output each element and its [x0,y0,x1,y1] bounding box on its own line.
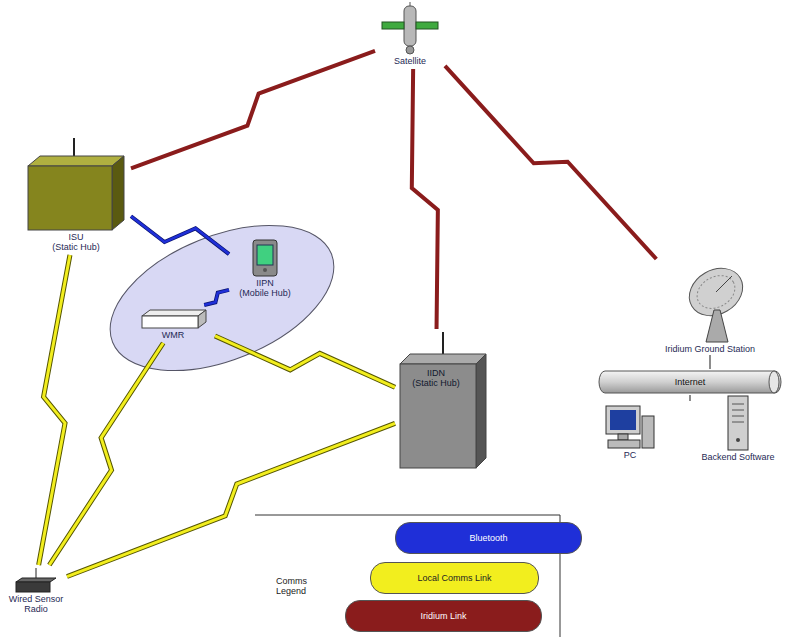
node-label: (Static Hub) [24,242,128,252]
sensor-radio: Wired Sensor Radio [8,568,64,614]
ground-station: Iridium Ground Station [650,262,770,354]
node-label: Internet [598,377,782,387]
mobile-group-region [89,196,354,399]
legend-label: Local Comms Link [417,573,491,583]
legend-title: Comms Legend [276,576,328,596]
node-label: Satellite [378,56,442,66]
node-label: WMR [134,330,212,340]
node-label: (Static Hub) [398,378,474,388]
iridium-link [445,66,656,259]
bluetooth-link [204,290,229,305]
legend-swatch: Bluetooth [395,522,582,554]
node-label: ISU [24,232,128,242]
static-hub: ISU(Static Hub) [24,138,128,252]
local-comms-link [49,343,163,565]
node-label: IIDN [398,368,474,378]
mobile-hub: IIPN(Mobile Hub) [232,238,298,298]
legend-swatch: Iridium Link [345,600,542,632]
static-hub-icon [398,332,488,470]
iridium-link [131,51,375,169]
computer: PC [602,402,658,460]
radio-module-icon [134,308,212,330]
legend-label: Iridium Link [420,611,466,621]
satellite-icon [378,2,442,56]
sensor-radio-icon [8,568,64,594]
satellite: Satellite [378,2,442,66]
node-label: IIPN [232,278,298,288]
ground-station-icon [650,262,770,344]
node-label: Wired Sensor Radio [8,594,64,614]
wired-link [690,395,691,401]
static-hub-icon [24,138,128,232]
bluetooth-link [131,216,229,254]
legend-swatch: Local Comms Link [370,562,539,594]
node-label: Backend Software [699,452,776,462]
iridium-link [412,69,438,329]
wired-link [710,355,711,369]
computer-icon [602,402,658,450]
server: Backend Software [699,394,776,462]
static-hub: IIDN(Static Hub) [398,332,488,470]
local-comms-link [39,255,70,565]
node-label: Iridium Ground Station [650,344,770,354]
legend-label: Bluetooth [469,533,507,543]
radio-module: WMR [134,308,212,340]
network-band: Internet [598,370,782,394]
local-comms-link [215,336,395,387]
mobile-hub-icon [232,238,298,278]
server-icon [700,394,776,452]
node-label: (Mobile Hub) [232,288,298,298]
local-comms-link [67,423,395,576]
node-label: PC [602,450,658,460]
